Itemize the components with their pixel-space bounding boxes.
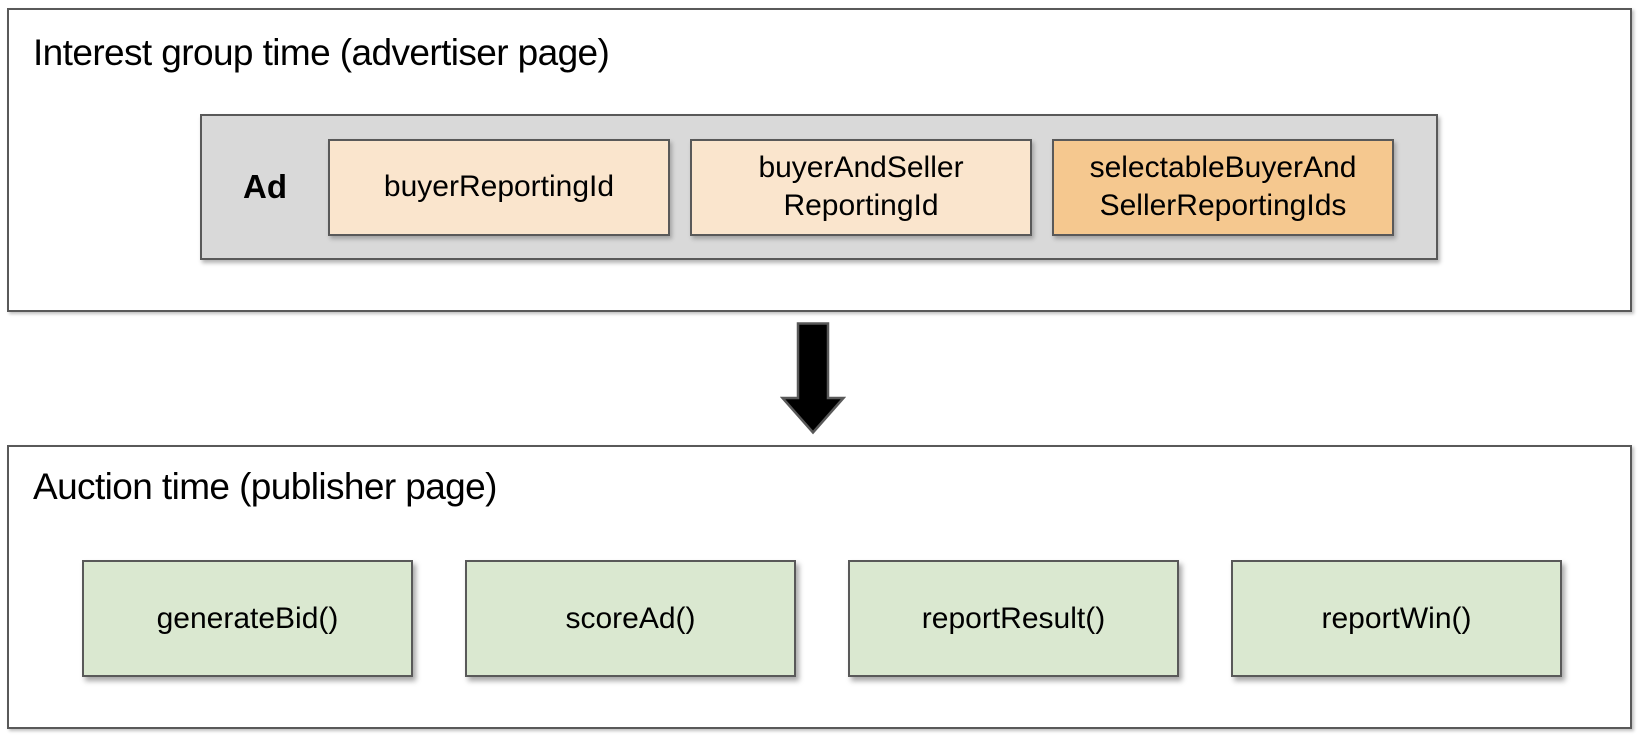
interest-group-section: Interest group time (advertiser page) Ad… <box>7 8 1632 312</box>
buyer-and-seller-reporting-id-box: buyerAndSeller ReportingId <box>690 138 1032 236</box>
score-ad-box: scoreAd() <box>465 560 796 677</box>
buyer-reporting-id-label: buyerReportingId <box>383 169 615 203</box>
auction-title: Auction time (publisher page) <box>33 466 497 507</box>
report-win-box: reportWin() <box>1231 560 1562 677</box>
auction-functions-row: generateBid() scoreAd() reportResult() r… <box>82 560 1562 677</box>
down-arrow-icon <box>780 322 846 435</box>
auction-section: Auction time (publisher page) generateBi… <box>7 445 1632 729</box>
ad-label: Ad <box>243 168 287 205</box>
score-ad-label: scoreAd() <box>565 601 696 635</box>
report-result-box: reportResult() <box>848 560 1179 677</box>
generate-bid-label: generateBid() <box>156 601 339 635</box>
buyer-reporting-id-box: buyerReportingId <box>328 138 670 236</box>
report-result-label: reportResult() <box>921 601 1106 635</box>
buyer-and-seller-reporting-id-label: buyerAndSeller ReportingId <box>758 150 964 222</box>
generate-bid-box: generateBid() <box>82 560 413 677</box>
ad-container: Ad buyerReportingId buyerAndSeller Repor… <box>200 114 1438 260</box>
selectable-buyer-and-seller-reporting-ids-box: selectableBuyerAnd SellerReportingIds <box>1052 138 1394 236</box>
selectable-buyer-and-seller-reporting-ids-label: selectableBuyerAnd SellerReportingIds <box>1089 150 1357 222</box>
interest-group-title: Interest group time (advertiser page) <box>33 32 610 73</box>
report-win-label: reportWin() <box>1321 601 1472 635</box>
